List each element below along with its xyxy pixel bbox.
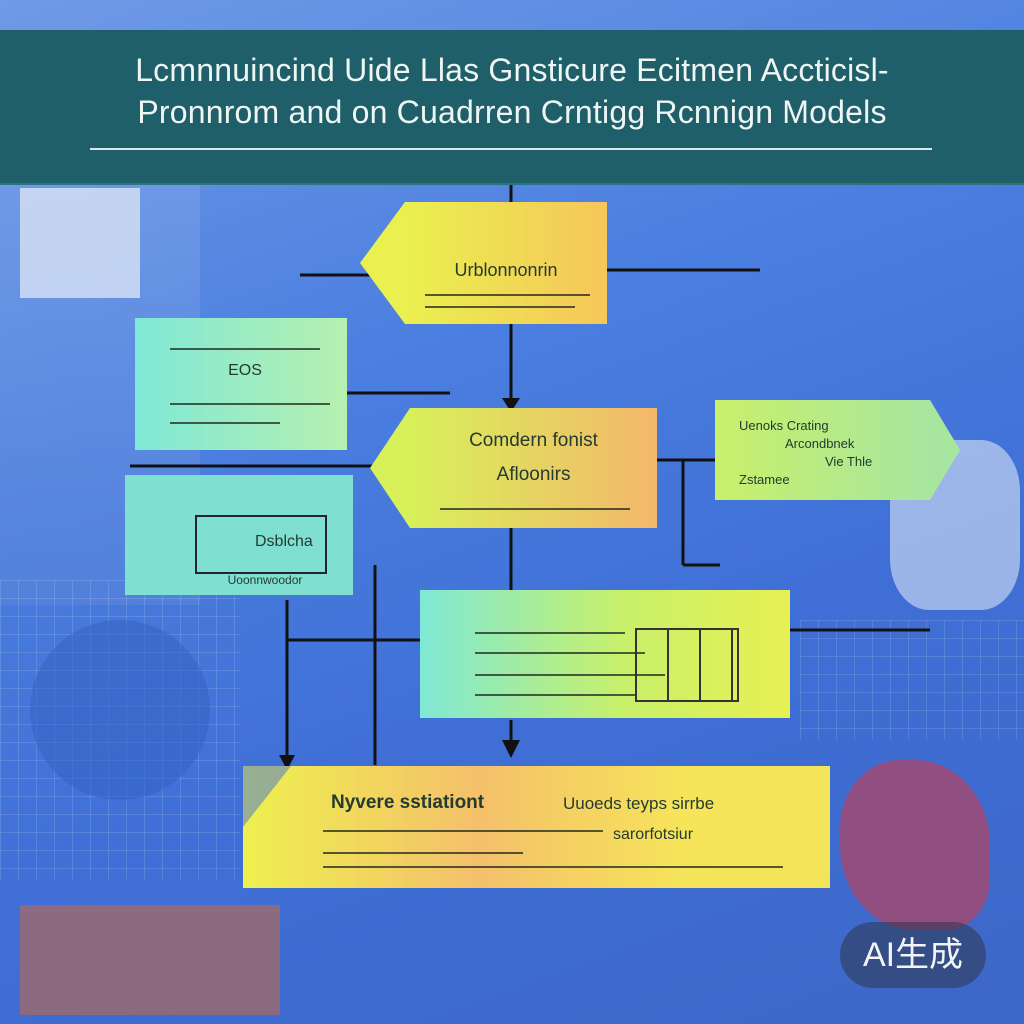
- node-left-upper-scribble-3: [170, 422, 280, 424]
- node-right-label-3: Vie Thle: [825, 454, 873, 469]
- node-left-lower-label: Dsblcha: [255, 533, 313, 550]
- node-bottom-mid-scribble-1: [475, 632, 625, 634]
- node-bottom-mid-scribble-2: [475, 652, 645, 654]
- node-center: Comdern fonist Afloonirs: [370, 408, 657, 528]
- ai-generated-badge: AI生成: [840, 922, 986, 988]
- node-right: Uenoks Crating Arcondbnek Vie Thle Zstam…: [715, 400, 960, 500]
- node-top-scribble-2: [425, 306, 575, 308]
- background-device-top-left: [20, 188, 140, 298]
- node-right-notch: [930, 400, 960, 500]
- node-left-upper-scribble-2: [170, 403, 330, 405]
- node-bottom-notch: [243, 766, 291, 827]
- background-grid-right: [800, 620, 1024, 740]
- node-bottom-label-3: sarorfotsiur: [613, 826, 694, 843]
- node-top: Urblonnonrin: [360, 202, 607, 324]
- node-left-upper: EOS: [135, 318, 347, 450]
- node-top-label: Urblonnonrin: [454, 260, 558, 280]
- node-center-label-1: Comdern fonist: [469, 430, 598, 451]
- node-bottom-mid: [420, 590, 790, 718]
- node-bottom-mid-scribble-4: [475, 694, 635, 696]
- node-left-lower: Dsblcha Uoonnwoodor: [125, 475, 353, 595]
- background-orb: [30, 620, 210, 800]
- node-bottom-label-2: Uuoeds teyps sirrbe: [563, 794, 715, 813]
- arrowhead-bottom: [502, 740, 520, 758]
- node-right-label-2: Arcondbnek: [785, 436, 855, 451]
- node-bottom-scribble-1: [323, 830, 603, 832]
- title-banner: Lcmnnuincind Uide Llas Gnsticure Ecitmen…: [0, 30, 1024, 185]
- node-top-scribble-1: [425, 294, 590, 296]
- node-left-upper-label: EOS: [228, 362, 262, 379]
- title-rule: [90, 148, 932, 150]
- node-bottom-scribble-2: [323, 852, 523, 854]
- node-left-lower-frame: [195, 515, 327, 574]
- node-bottom-scribble-3: [323, 866, 783, 868]
- node-bottom-label-1: Nyvere sstiationt: [331, 792, 485, 813]
- node-left-upper-scribble-1: [170, 348, 320, 350]
- node-bottom-mid-grid: [635, 628, 739, 702]
- title-line-2: Pronnrom and on Cuadrren Crntigg Rcnnign…: [137, 94, 887, 130]
- node-bottom: Nyvere sstiationt Uuoeds teyps sirrbe sa…: [243, 766, 830, 888]
- arrowhead-center: [502, 398, 520, 412]
- node-center-label-2: Afloonirs: [496, 464, 571, 485]
- node-right-label-1: Uenoks Crating: [739, 418, 829, 433]
- node-left-lower-sublabel: Uoonnwoodor: [227, 573, 303, 587]
- node-top-notch: [360, 202, 405, 324]
- background-figure-right: [840, 760, 990, 930]
- title-line-1: Lcmnnuincind Uide Llas Gnsticure Ecitmen…: [135, 52, 889, 88]
- arrowhead-left-a: [279, 755, 295, 770]
- node-center-scribble: [440, 508, 630, 510]
- node-bottom-mid-scribble-3: [475, 674, 665, 676]
- background-panel-bottom-left: [20, 905, 280, 1015]
- node-right-label-4: Zstamee: [739, 472, 790, 487]
- node-center-notch: [370, 408, 410, 528]
